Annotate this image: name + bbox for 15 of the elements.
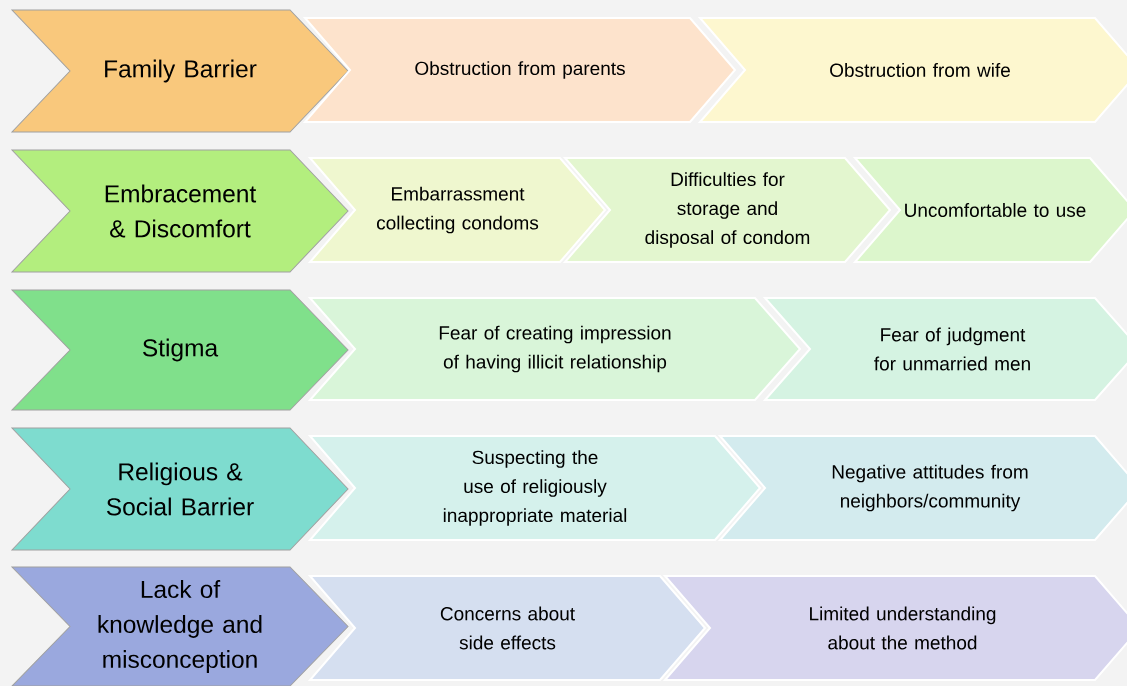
text-band: Embarrassment collecting condoms [307,157,607,263]
text-band: Fear of creating impression of having illicit relationship [307,297,802,401]
text-band: Obstruction from wife [697,17,1127,123]
text-band: Limited understanding about the method [662,575,1127,681]
text-band: Concerns about side effects [307,575,707,681]
category-box: Stigma [11,289,349,411]
category-box: Embracement & Discomfort [11,149,349,273]
text-band: Fear of judgment for unmarried men [762,297,1127,401]
category-box: Lack of knowledge and misconception [11,566,349,686]
text-band: Suspecting the use of religiously inappropriate material [307,435,762,541]
category-box: Religious & Social Barrier [11,427,349,551]
text-band: Uncomfortable to use [852,157,1127,263]
text-band: Negative attitudes from neighbors/community [717,435,1127,541]
category-box: Family Barrier [11,9,349,133]
text-band: Difficulties for storage and disposal of condom [562,157,892,263]
